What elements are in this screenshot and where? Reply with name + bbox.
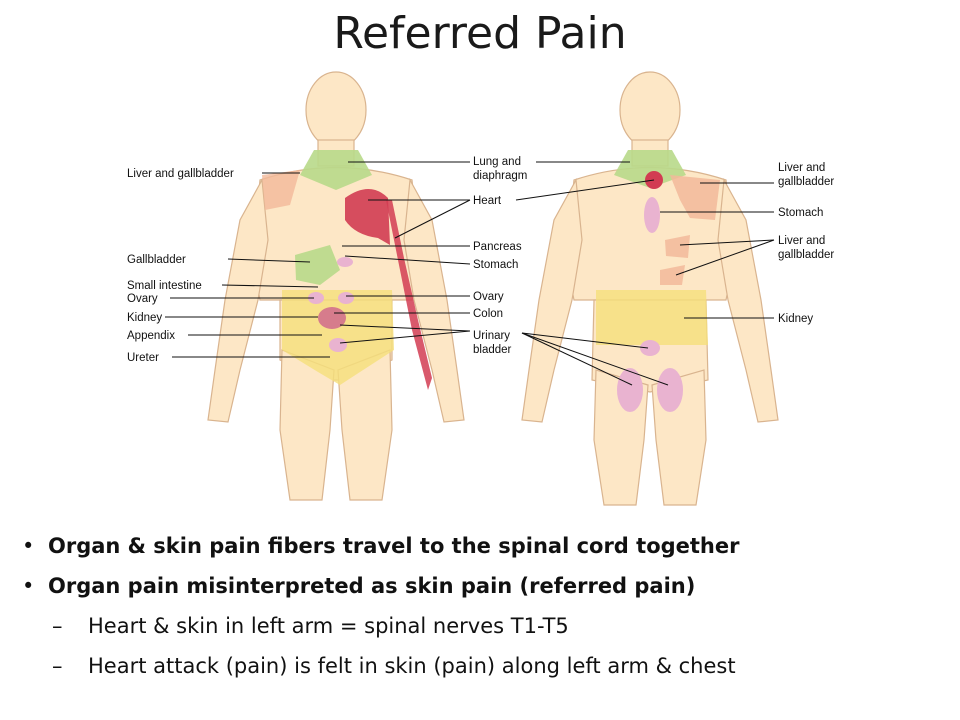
label-gallbladder-1: gallbladder — [778, 176, 834, 188]
center-labels: Lung and diaphragm Heart Pancreas Stomac… — [473, 156, 527, 356]
label-gallbladder: Gallbladder — [127, 254, 186, 266]
front-left-labels: Liver and gallbladder Gallbladder Small … — [127, 168, 234, 364]
bullet-list: • Organ & skin pain fibers travel to the… — [22, 528, 952, 688]
label-ovary-center: Ovary — [473, 291, 504, 303]
sub-bullet-marker: – — [52, 614, 63, 638]
label-ureter: Ureter — [127, 352, 159, 364]
sub-bullet-text: Heart attack (pain) is felt in skin (pai… — [88, 654, 736, 678]
leader-lines — [165, 161, 775, 386]
front-body-figure — [207, 71, 465, 501]
label-kidney: Kidney — [127, 312, 162, 324]
label-liver-and-2: Liver and — [778, 235, 825, 247]
back-body-figure — [521, 71, 779, 506]
label-urinary: Urinary — [473, 330, 510, 342]
label-liver-and-1: Liver and — [778, 162, 825, 174]
bullet-text: Organ & skin pain fibers travel to the s… — [48, 534, 740, 558]
label-pancreas: Pancreas — [473, 241, 522, 253]
sub-bullet-text: Heart & skin in left arm = spinal nerves… — [88, 614, 569, 638]
label-colon: Colon — [473, 308, 503, 320]
label-stomach: Stomach — [473, 259, 518, 271]
bullet-item: • Organ pain misinterpreted as skin pain… — [22, 568, 952, 608]
label-bladder: bladder — [473, 344, 512, 356]
bullet-marker: • — [22, 534, 35, 558]
sub-bullet-marker: – — [52, 654, 63, 678]
label-lung-and: Lung and — [473, 156, 521, 168]
label-gallbladder-2: gallbladder — [778, 249, 834, 261]
label-kidney-back: Kidney — [778, 313, 813, 325]
sub-bullet-item: – Heart & skin in left arm = spinal nerv… — [22, 608, 952, 648]
label-small-intestine: Small intestine — [127, 280, 202, 292]
bullet-item: • Organ & skin pain fibers travel to the… — [22, 528, 952, 568]
sub-bullet-item: – Heart attack (pain) is felt in skin (p… — [22, 648, 952, 688]
label-stomach-back: Stomach — [778, 207, 823, 219]
label-liver-gallbladder: Liver and gallbladder — [127, 168, 234, 180]
bullet-text: Organ pain misinterpreted as skin pain (… — [48, 574, 696, 598]
label-appendix: Appendix — [127, 330, 175, 342]
label-ovary: Ovary — [127, 293, 158, 305]
label-diaphragm: diaphragm — [473, 170, 527, 182]
referred-pain-diagram: Liver and gallbladder Gallbladder Small … — [127, 71, 834, 506]
label-heart: Heart — [473, 195, 502, 207]
slide-title: Referred Pain — [333, 8, 627, 59]
back-right-labels: Liver and gallbladder Stomach Liver and … — [778, 162, 834, 325]
bullet-marker: • — [22, 574, 35, 598]
